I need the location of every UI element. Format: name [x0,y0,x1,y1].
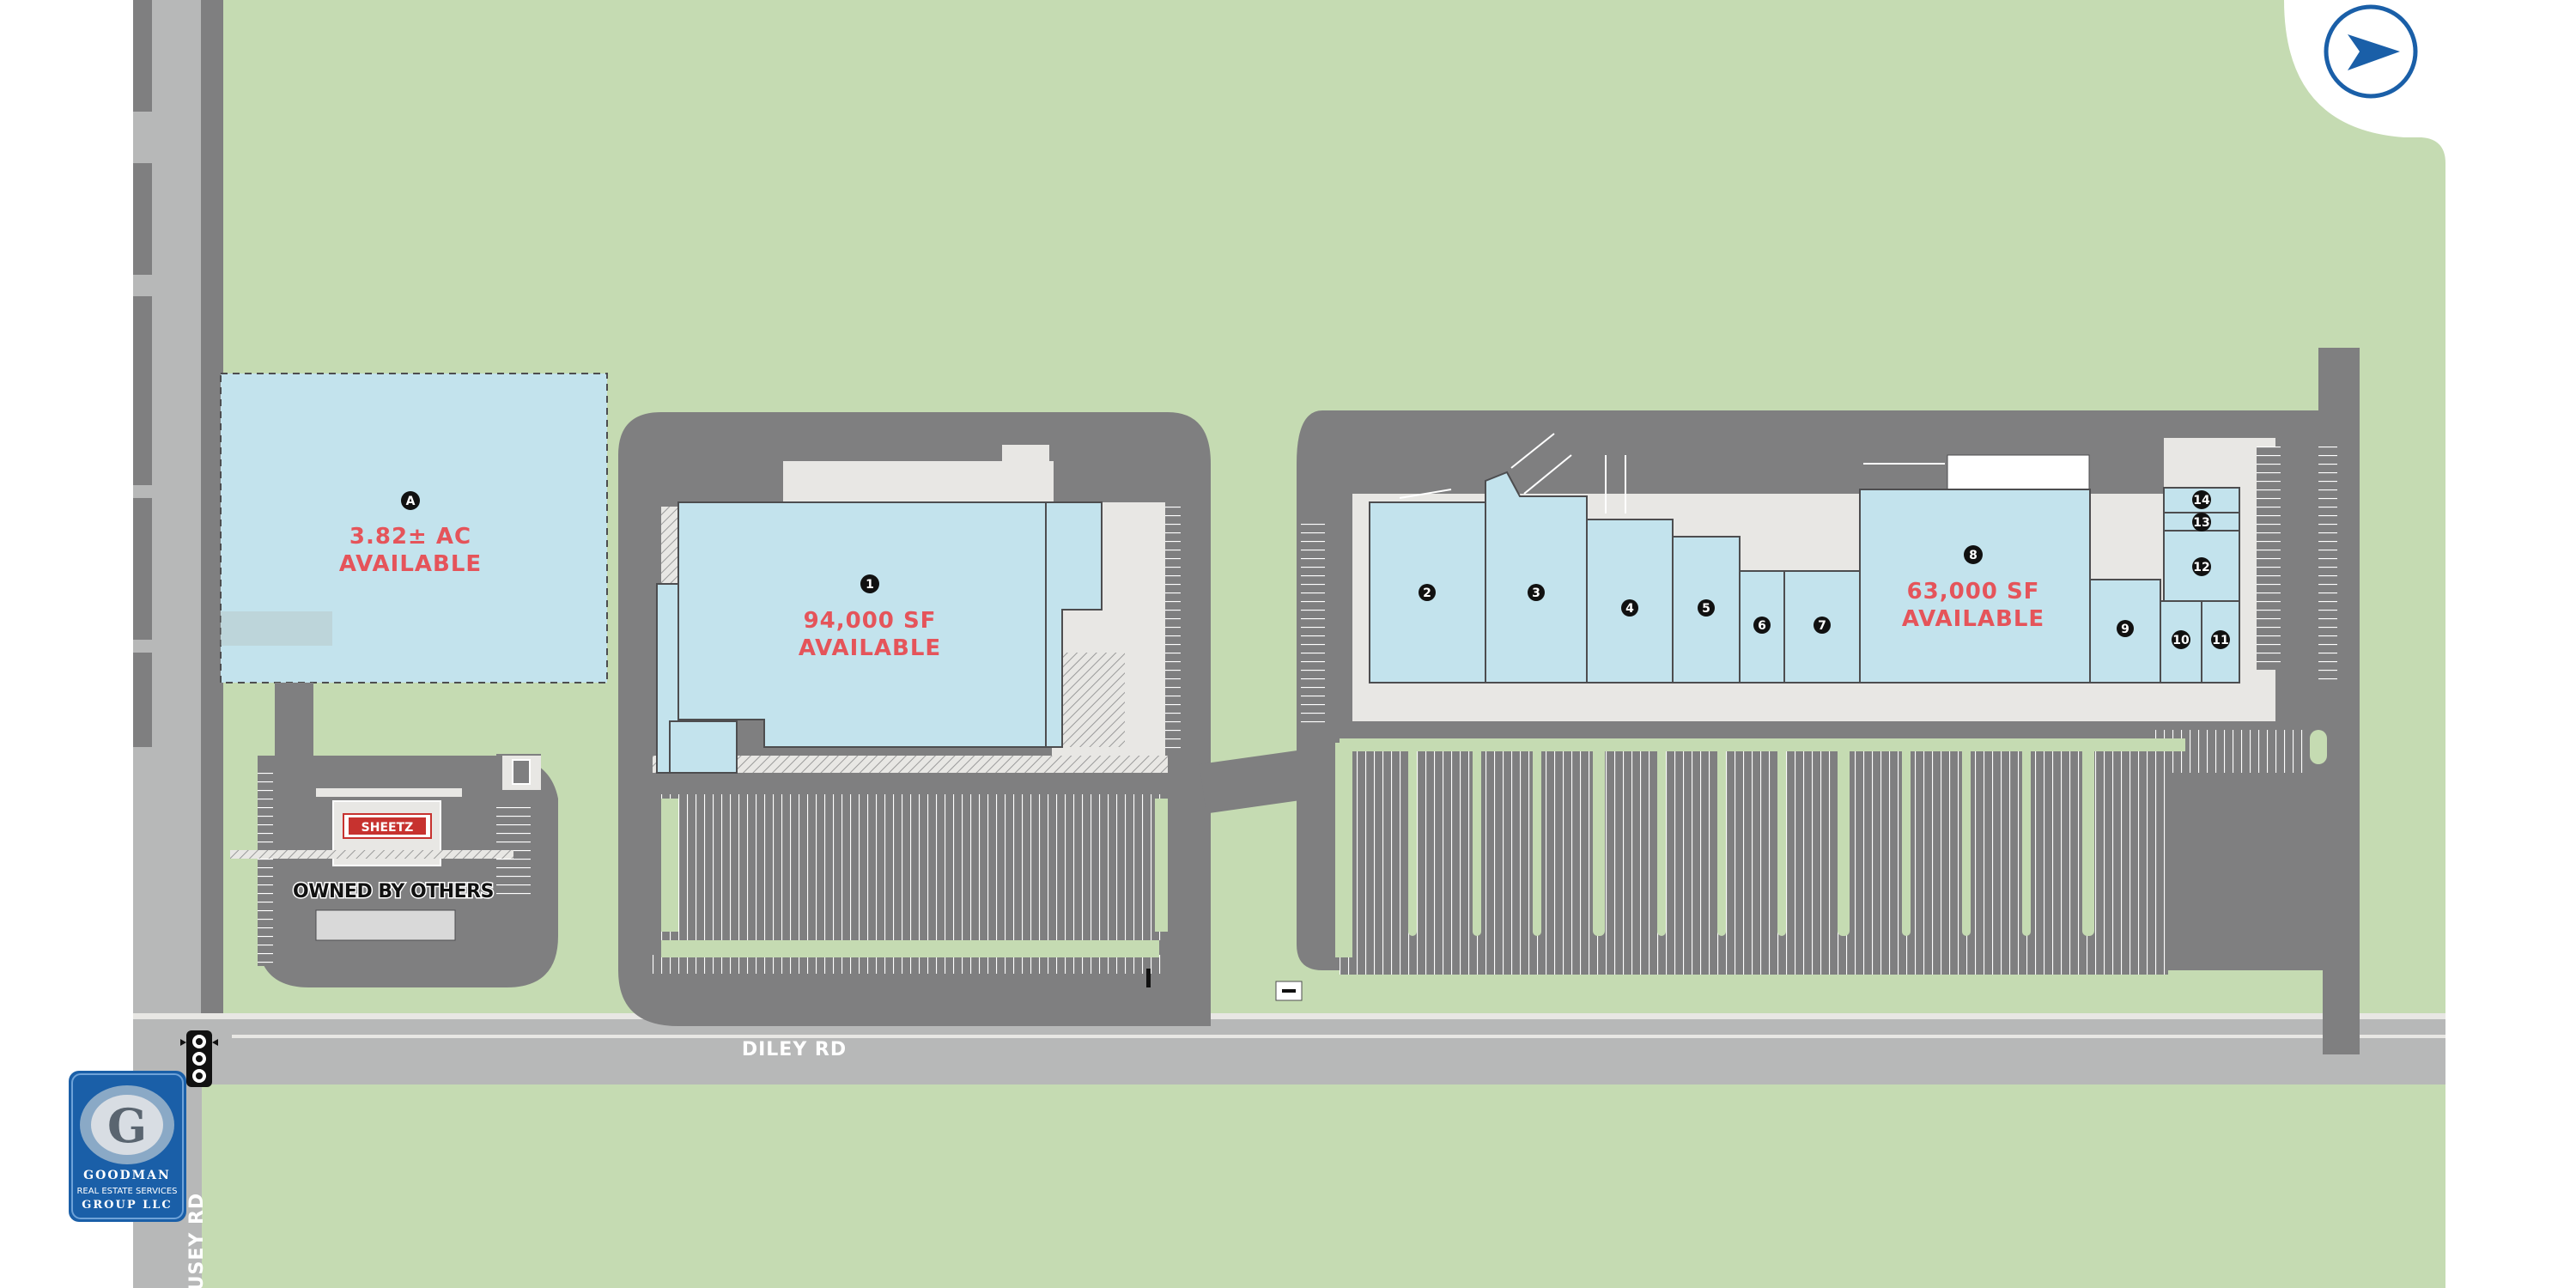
unit-8-availability: AVAILABLE [1902,606,2044,632]
connector-road-south [1163,940,1211,1026]
unit-12-marker: 12 [2192,557,2211,576]
anchor-marker: 1 [860,574,879,593]
pylon-sign [1146,969,1151,987]
unit-14-label: 14 [2193,494,2210,507]
busey-road-label: BUSEY RD [186,1193,208,1288]
outparcel-acreage: 3.82± AC [349,524,471,550]
strip-parking [1335,730,2327,975]
owned-by-others-label: OWNED BY OTHERS [293,881,494,902]
unit-4-marker: 4 [1621,599,1638,617]
unit-3-building [1485,471,1588,683]
unit-11-label: 11 [2212,634,2228,647]
unit-9-marker: 9 [2117,620,2134,637]
unit-10-marker: 10 [2172,630,2190,649]
unit-6-marker: 6 [1753,617,1771,634]
logo-line1: GOODMAN [83,1169,171,1182]
unit-11-marker: 11 [2211,630,2230,649]
monument-sign-bar [1282,989,1296,993]
connector-road [1199,747,1326,814]
anchor-annex-lower [669,720,738,774]
sidewalk [232,1035,2445,1038]
unit-8-marker: 8 [1964,545,1983,564]
unit-5-label: 5 [1702,602,1710,616]
anchor-availability: AVAILABLE [799,635,941,661]
sheetz-sign: SHEETZ [361,821,414,835]
unit-9-label: 9 [2121,623,2129,636]
navigation-arrow-icon [2348,34,2400,70]
diley-road [133,1018,2445,1084]
north-arrow [2324,4,2418,99]
unit-2-marker: 2 [1419,584,1436,601]
anchor-size: 94,000 SF [804,608,937,634]
logo-line2: REAL ESTATE SERVICES [76,1187,177,1196]
unit-5-marker: 5 [1698,599,1715,617]
sheetz-site [230,683,558,987]
goodman-logo: G GOODMAN REAL ESTATE SERVICES GROUP LLC [69,1071,186,1222]
unit-4-label: 4 [1625,602,1634,616]
unit-14-marker: 14 [2192,490,2211,509]
anchor-marker-label: 1 [866,578,874,592]
outparcel-access [221,611,332,646]
unit-8-building [1859,489,2091,683]
unit-10-label: 10 [2172,634,2190,647]
diley-road-shoulder [133,1013,2445,1019]
outparcel-marker: A [401,491,420,510]
anchor-parking [653,794,1168,974]
traffic-signal-icon [180,1030,218,1087]
unit-8-size: 63,000 SF [1907,579,2040,605]
unit-8-marker-label: 8 [1969,549,1978,562]
unit-6-label: 6 [1758,619,1766,633]
diley-road-label: DILEY RD [742,1039,847,1060]
outparcel-availability: AVAILABLE [339,551,482,577]
unit-12-label: 12 [2193,561,2209,574]
unit-2-label: 2 [1423,586,1431,600]
outparcel-marker-label: A [406,495,416,508]
unit-13-marker: 13 [2192,513,2211,532]
unit-13-label: 13 [2193,516,2209,530]
anchor-building [677,501,1103,748]
unit-7-label: 7 [1818,619,1826,633]
loading-lines [1399,433,1945,513]
unit-7-marker: 7 [1814,617,1831,634]
unit-3-label: 3 [1532,586,1540,600]
logo-letter: G [107,1098,147,1153]
unit-3-marker: 3 [1528,584,1545,601]
logo-line3: GROUP LLC [82,1199,173,1212]
